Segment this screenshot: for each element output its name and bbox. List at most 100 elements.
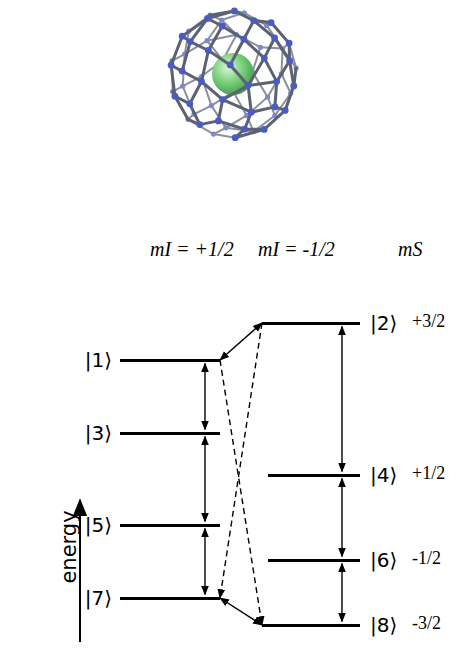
quantum-number-label: mS <box>398 238 422 261</box>
forbidden-transition <box>220 360 262 625</box>
carbon-atom <box>232 134 239 141</box>
carbon-atom <box>204 15 211 22</box>
carbon-atom <box>205 38 210 43</box>
state-label: |4⟩ <box>370 463 397 487</box>
cage-bond <box>222 26 244 39</box>
spin-value: -3/2 <box>412 613 441 634</box>
carbon-atom <box>219 17 224 22</box>
state-label: |6⟩ <box>370 548 397 572</box>
transition-arrow <box>341 327 342 472</box>
energy-level: |4⟩ <box>268 463 397 487</box>
energy-level: |3⟩ <box>85 421 220 445</box>
level-line <box>268 559 360 562</box>
cage-bond <box>223 86 248 100</box>
cage-bond <box>244 39 264 58</box>
state-label: |5⟩ <box>85 513 112 537</box>
carbon-atom <box>179 33 186 40</box>
transition-arrow <box>204 364 205 430</box>
level-line <box>120 597 220 600</box>
cage-bond <box>202 82 223 100</box>
level-line <box>120 359 220 362</box>
carbon-atom <box>180 84 185 89</box>
transition-arrow <box>204 529 205 595</box>
carbon-atom <box>196 121 203 128</box>
carbon-atom <box>282 107 289 114</box>
quantum-number-label: mI = -1/2 <box>258 238 335 261</box>
carbon-atom <box>265 94 270 99</box>
carbon-atom <box>248 109 255 116</box>
cage-bond <box>264 110 285 129</box>
cage-bond <box>202 51 209 82</box>
spin-value: -1/2 <box>412 548 441 569</box>
cage-bond <box>271 23 289 44</box>
carbon-atom <box>168 62 175 69</box>
carbon-atom <box>209 103 214 108</box>
carbon-atom <box>250 17 257 24</box>
carbon-atom <box>219 23 226 30</box>
cage-bond <box>208 26 222 50</box>
carbon-atom <box>205 47 212 54</box>
carbon-atom <box>245 82 252 89</box>
spin-value: +1/2 <box>412 463 445 484</box>
fullerene-illustration <box>0 0 465 150</box>
carbon-atom <box>223 125 228 130</box>
carbon-atom <box>271 35 278 42</box>
transition-arrow <box>204 437 205 522</box>
carbon-atom <box>261 126 268 133</box>
carbon-atom <box>179 68 186 75</box>
carbon-atom <box>286 40 293 47</box>
cage-bond <box>281 74 290 94</box>
carbon-atom <box>268 19 275 26</box>
cage-bond <box>248 58 264 86</box>
state-label: |3⟩ <box>85 421 112 445</box>
cage-bond <box>218 121 244 129</box>
cage-bond <box>208 51 230 65</box>
cage-back <box>169 10 298 138</box>
quantum-number-label: mI = +1/2 <box>150 238 234 261</box>
transition-arrow <box>341 479 342 557</box>
cage-bond <box>182 42 190 72</box>
carbon-atom <box>186 100 193 107</box>
state-label: |7⟩ <box>85 586 112 610</box>
cage-bond <box>171 36 182 65</box>
carbon-atom <box>272 104 279 111</box>
transition-arrow <box>220 598 262 625</box>
energy-level: |2⟩ <box>262 311 397 335</box>
carbon-atom <box>215 118 222 125</box>
cage-bond <box>277 61 290 82</box>
carbon-atom <box>219 96 226 103</box>
carbon-atom <box>227 62 234 69</box>
carbon-atom <box>258 45 263 50</box>
cage-bond <box>251 107 275 112</box>
level-line <box>262 624 360 627</box>
cage-bond <box>175 96 188 119</box>
cage-bond <box>208 11 235 19</box>
cage-bond <box>275 82 277 107</box>
energy-level: |5⟩ <box>85 513 220 537</box>
cage-bond <box>194 106 211 115</box>
level-line <box>120 432 220 435</box>
forbidden-transition <box>220 323 262 598</box>
state-label: |8⟩ <box>370 613 397 637</box>
transition-arrow <box>220 323 262 360</box>
cage-front <box>168 7 297 141</box>
cage-bond <box>248 82 277 86</box>
carbon-atom <box>198 78 205 85</box>
cage-bond <box>230 65 248 86</box>
cage-bond <box>210 11 235 15</box>
cage-bond <box>190 82 202 104</box>
level-line <box>262 322 360 325</box>
carbon-atom <box>286 57 293 64</box>
cage-bond <box>182 19 207 37</box>
carbon-atom <box>290 83 297 90</box>
carbon-atom <box>240 36 247 43</box>
cage-bond <box>285 86 294 110</box>
cage-bond <box>230 39 244 65</box>
carbon-atom <box>211 132 216 137</box>
state-label: |1⟩ <box>85 348 112 372</box>
state-label: |2⟩ <box>370 311 397 335</box>
cage-bond <box>235 129 264 137</box>
cage-bond <box>223 100 252 113</box>
axis-label: energy <box>57 511 81 584</box>
spin-value: +3/2 <box>412 311 445 332</box>
